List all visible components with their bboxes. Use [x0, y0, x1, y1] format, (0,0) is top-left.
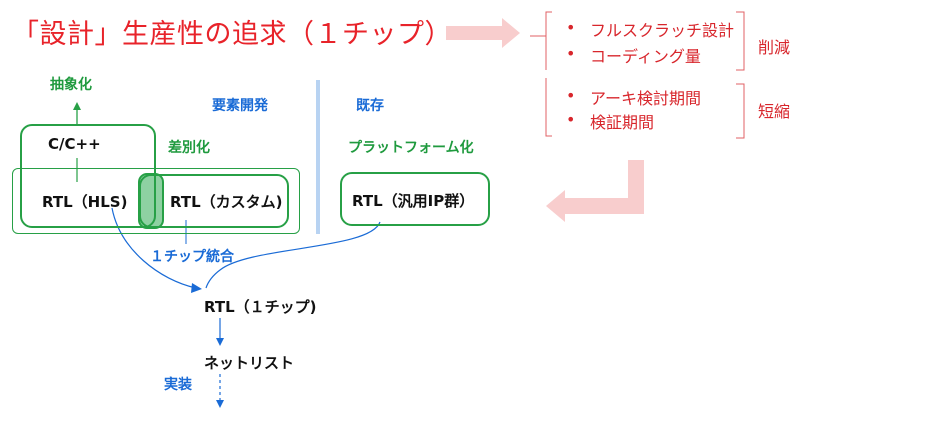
requirements-dev-label: 要素開発 [212, 98, 268, 114]
chip-integration-label: １チップ統合 [150, 249, 234, 265]
down-arrow-icon [216, 318, 224, 346]
rtl-generic-box [340, 172, 490, 226]
goal-item: コーディング量 [590, 47, 701, 66]
divider [316, 80, 320, 234]
goal-group-label: 削減 [758, 38, 791, 57]
merge-arrows [111, 207, 381, 289]
rtl-group-box [12, 168, 300, 234]
bullet: • [566, 86, 576, 105]
goal-item: フルスクラッチ設計 [590, 21, 735, 40]
implementation-label: 実装 [164, 377, 192, 393]
brace-right-2-icon [736, 83, 745, 139]
abstraction-label: 抽象化 [50, 77, 92, 93]
dashed-down-arrow-icon [216, 374, 224, 408]
goal-group-label: 短縮 [758, 102, 791, 121]
brace-left-icon [530, 11, 552, 137]
rtl-hls-label: RTL（HLS) [42, 193, 128, 211]
rtl-custom-label: RTL（カスタム) [170, 193, 283, 211]
brace-right-1-icon [736, 11, 745, 71]
cpp-label: C/C++ [48, 135, 101, 153]
rtl-one-chip-label: RTL（１チップ) [204, 298, 317, 316]
bullet: • [566, 110, 576, 129]
up-arrow-icon [73, 102, 81, 124]
right-arrow-icon [446, 18, 520, 48]
cpp-box [20, 124, 156, 228]
page-title: 「設計」生産性の追求（１チップ） [12, 19, 452, 50]
bullet: • [566, 44, 576, 63]
bullet: • [566, 18, 576, 37]
goal-item: アーキ検討期間 [590, 89, 702, 108]
rtl-custom-box [139, 174, 289, 228]
return-arrow-icon [546, 160, 644, 222]
existing-label: 既存 [356, 98, 384, 114]
platform-label: プラットフォーム化 [348, 140, 474, 156]
rtl-generic-label: RTL（汎用IP群） [352, 192, 475, 210]
netlist-label: ネットリスト [204, 354, 295, 372]
goal-item: 検証期間 [590, 113, 655, 132]
differentiation-label: 差別化 [168, 140, 210, 156]
